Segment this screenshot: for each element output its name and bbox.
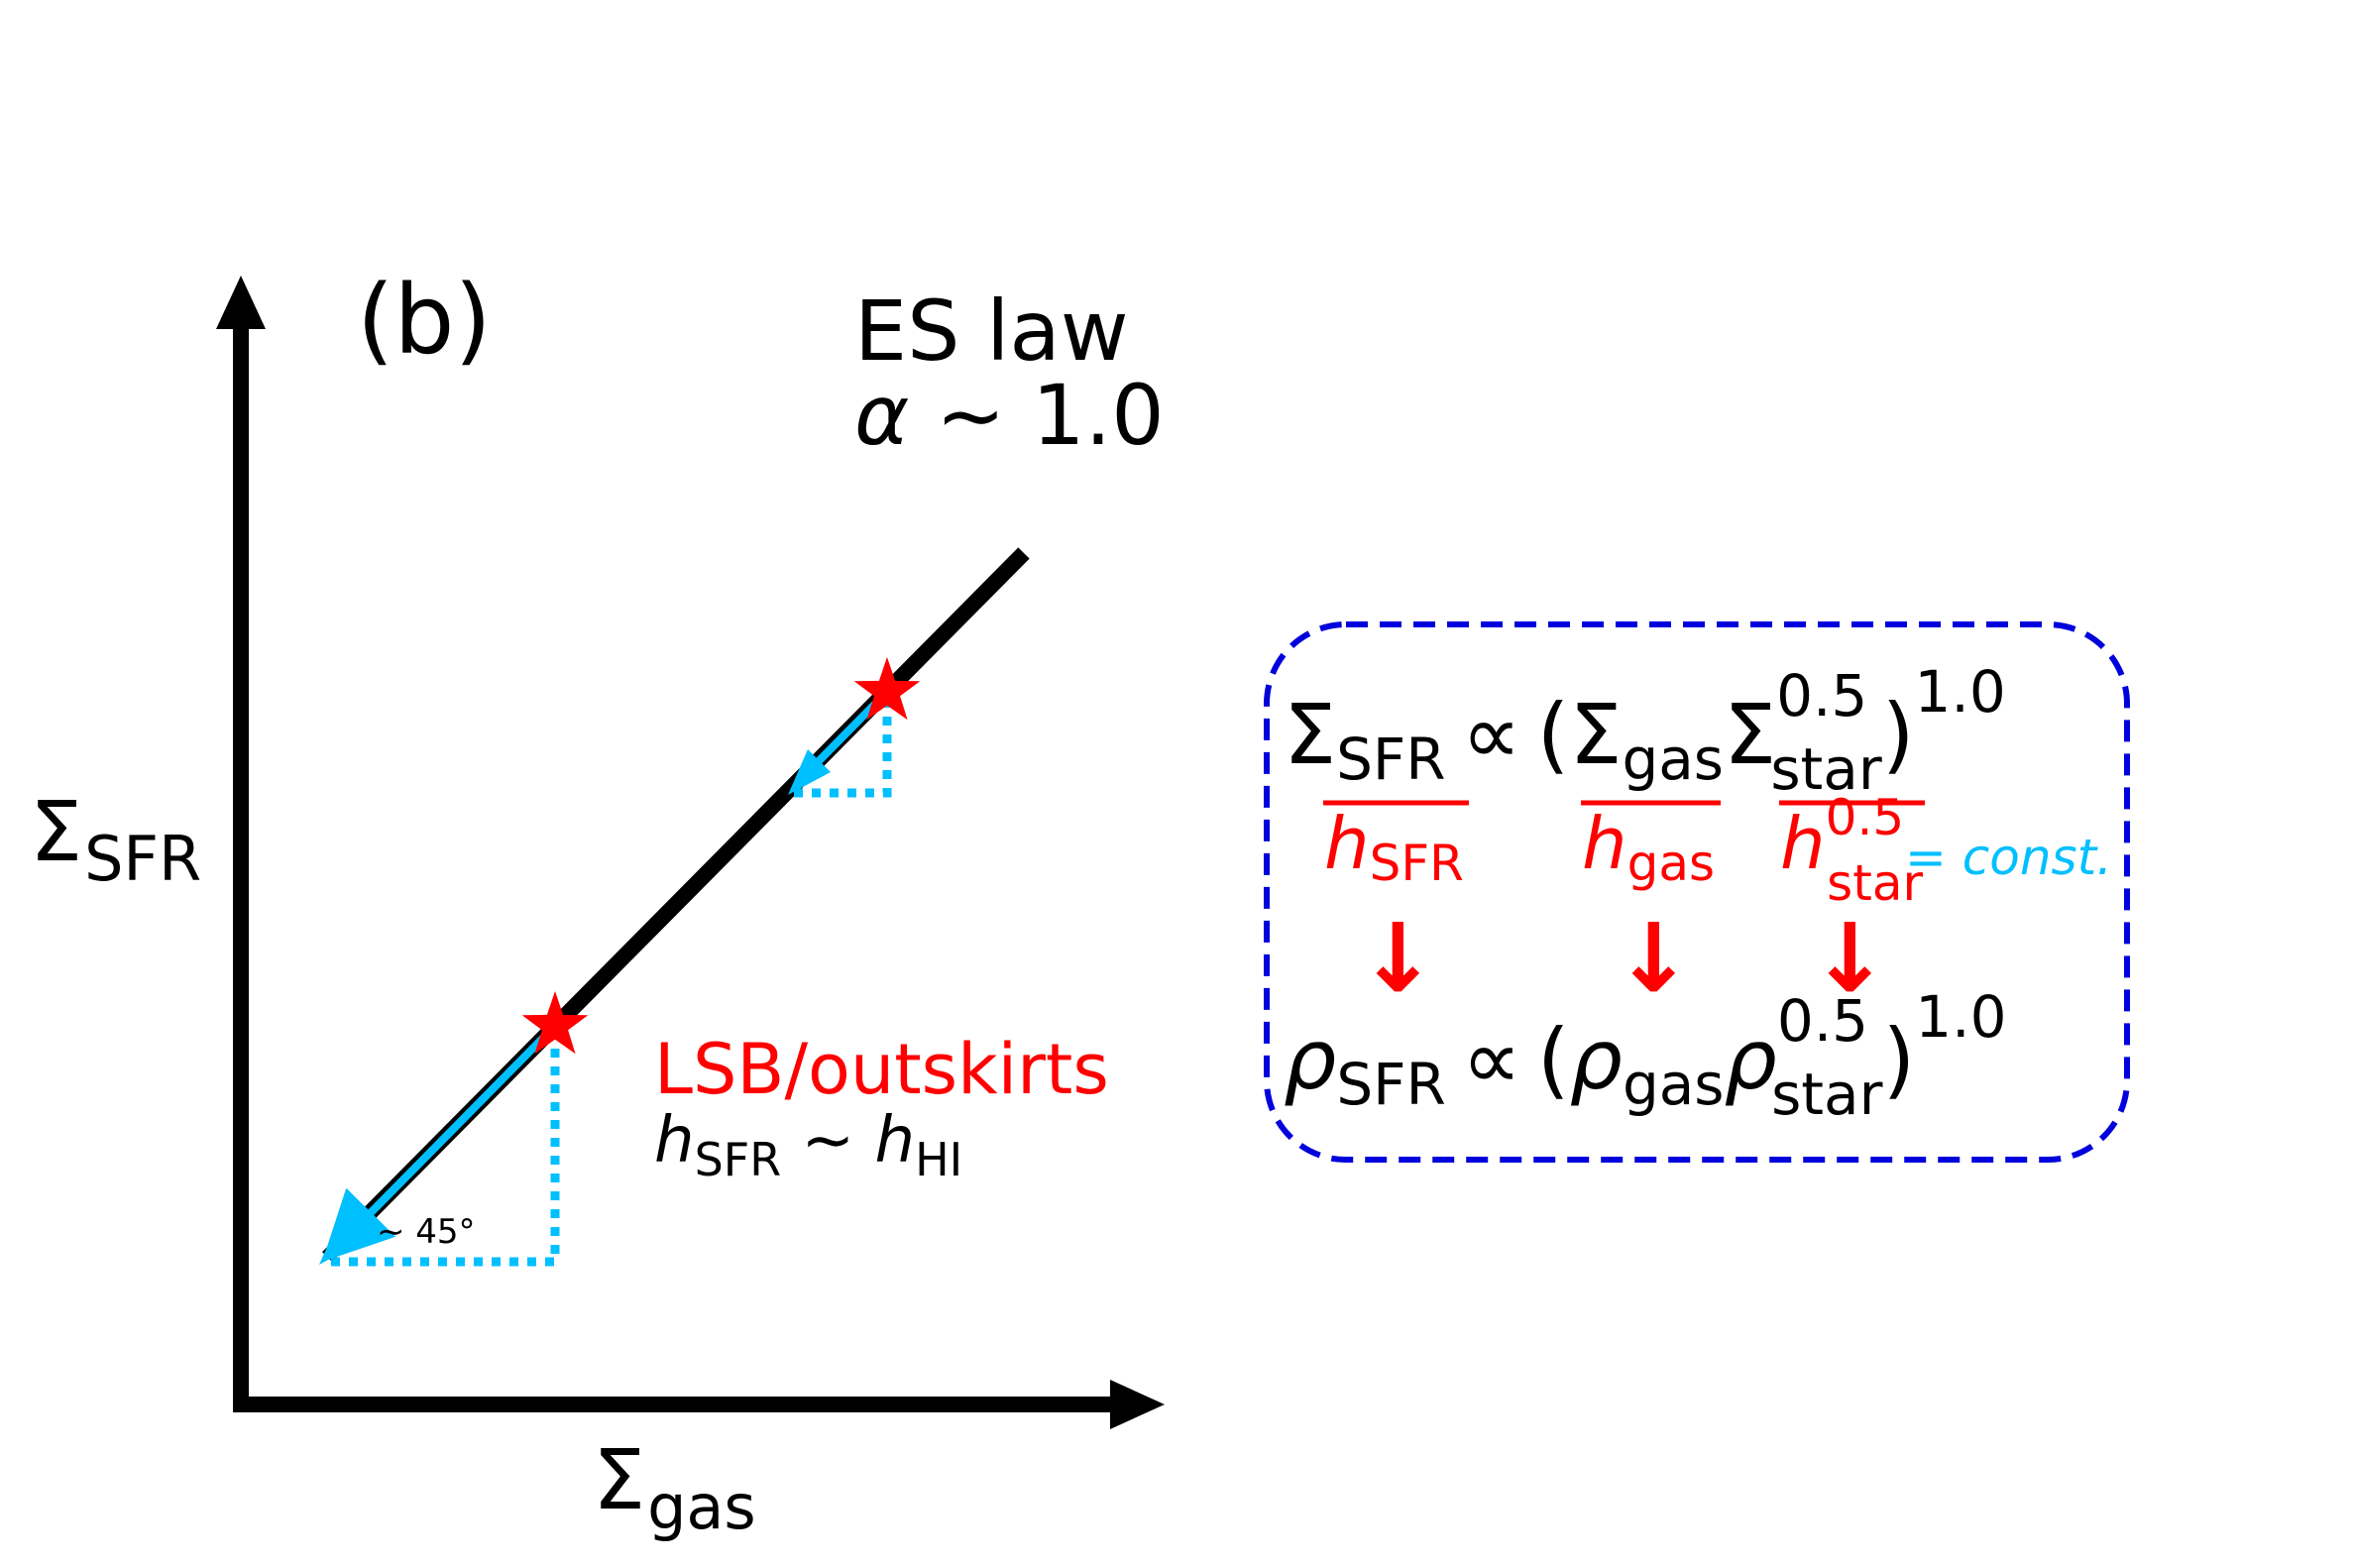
down-arrow-sfr: ↓ [1358,903,1437,1014]
angle-label: ∼ 45° [377,1212,476,1252]
scale-height-relation: hSFR ∼ hHI [654,1104,962,1186]
y-axis-arrowhead [216,276,266,329]
lsb-dotted-guide [325,1031,560,1267]
star-marker-lower [521,991,589,1055]
lsb-shift-arrow-fill [339,1023,558,1245]
const-label: = const. [1905,829,2112,886]
denominator-h-sfr: hSFR [1324,802,1464,892]
down-arrow-gas: ↓ [1614,903,1693,1014]
equation-box-border [1264,621,2130,1163]
upper-shift-arrowhead [788,749,831,795]
law-alpha: α ∼ 1.0 [854,367,1165,464]
star-marker-upper [853,657,921,721]
lsb-shift-arrowhead [319,1218,363,1265]
y-axis-label: ΣSFR [30,783,201,895]
lsb-shift: ∼ 45° [319,1021,560,1267]
law-title: ES law [854,282,1129,380]
x-axis-arrowhead [1110,1380,1165,1429]
denominator-h-gas: hgas [1582,802,1715,892]
upper-dotted-guide [793,699,892,798]
panel-label: (b) [357,265,492,376]
x-axis-label: Σgas [593,1431,756,1543]
axes [216,276,1165,1429]
down-arrow-star: ↓ [1810,903,1889,1014]
lsb-label: LSB/outskirts [654,1029,1109,1110]
